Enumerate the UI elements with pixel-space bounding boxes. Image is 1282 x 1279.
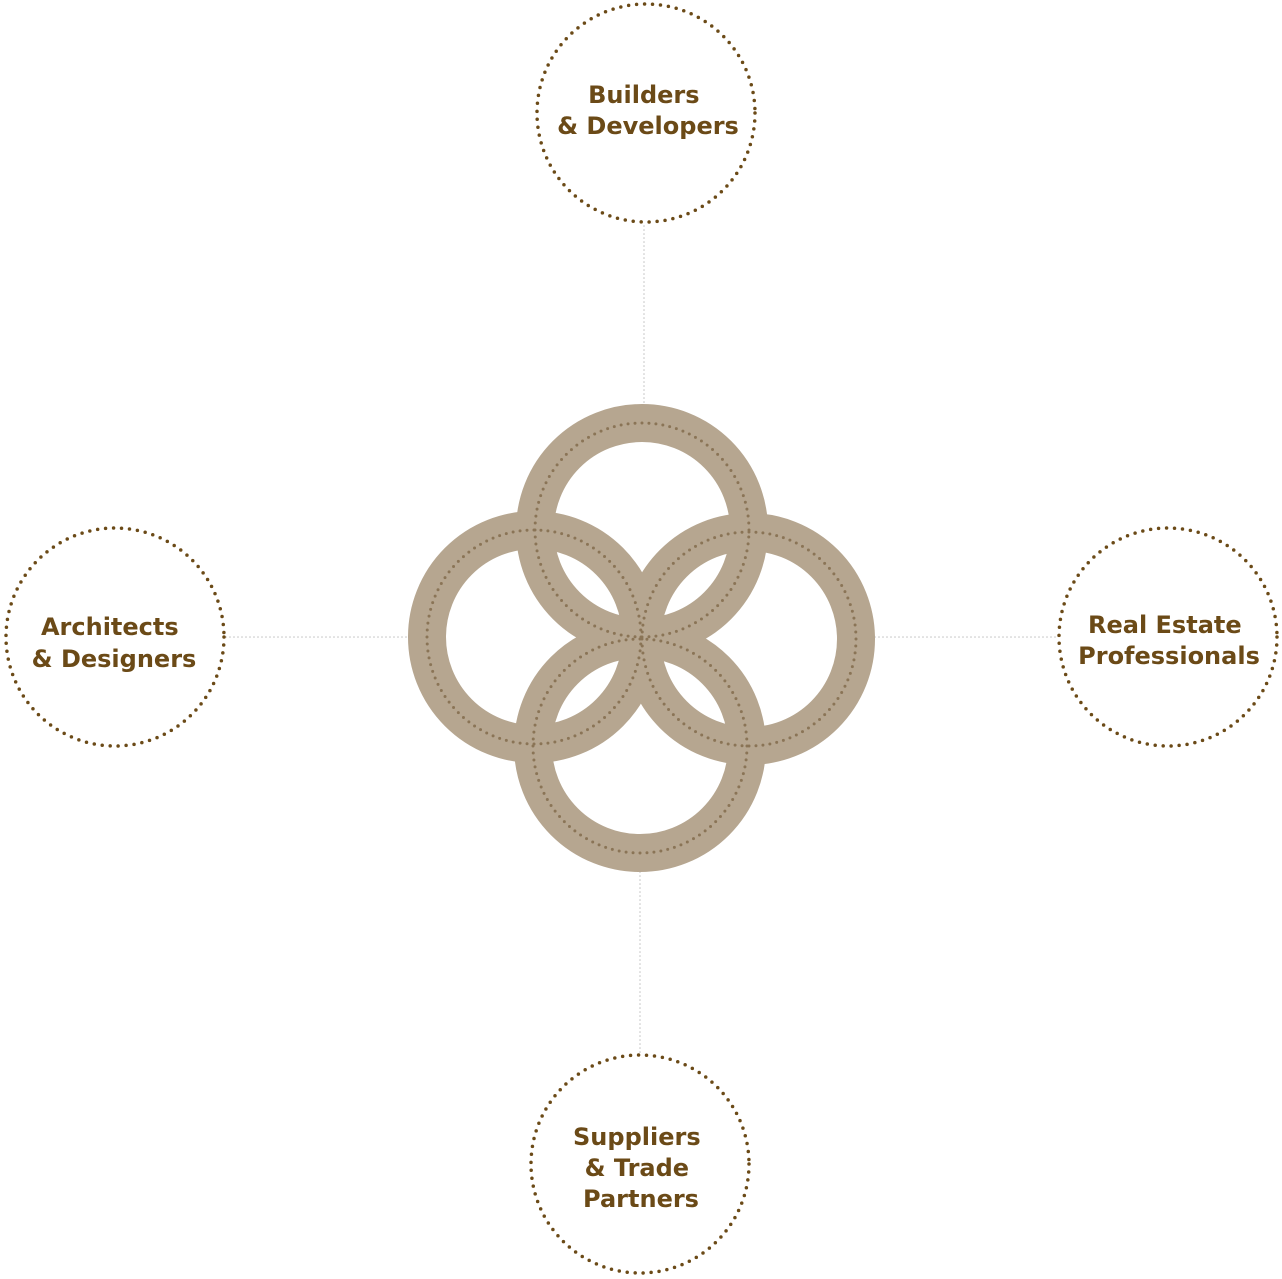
node-label-top: Builders & Developers: [557, 81, 739, 140]
node-real-estate-professionals: Real Estate Professionals: [1057, 526, 1279, 748]
node-suppliers-trade-partners: Suppliers & Trade Partners: [529, 1053, 751, 1275]
center-rings-symbol: [408, 404, 875, 872]
node-architects-designers: Architects & Designers: [4, 526, 226, 748]
node-label-line: Builders: [588, 81, 699, 109]
node-label-bottom: Suppliers & Trade Partners: [573, 1123, 709, 1213]
node-circle-top: [535, 2, 757, 224]
node-label-line: & Developers: [557, 112, 739, 140]
node-label-line: & Trade: [585, 1154, 690, 1182]
ring-right-dots: [640, 530, 858, 748]
node-label-line: Partners: [583, 1185, 699, 1213]
node-label-line: Real Estate: [1088, 611, 1242, 639]
node-label-line: Suppliers: [573, 1123, 701, 1151]
node-label-line: & Designers: [32, 645, 197, 673]
node-label-line: Architects: [41, 613, 179, 641]
node-label-line: Professionals: [1078, 642, 1260, 670]
connectors: [225, 225, 1058, 1054]
node-circle-bottom: [529, 1053, 751, 1275]
node-circle-right: [1057, 526, 1279, 748]
node-builders-developers: Builders & Developers: [535, 2, 757, 224]
node-label-left: Architects & Designers: [32, 613, 197, 673]
node-circle-left: [4, 526, 226, 748]
node-label-right: Real Estate Professionals: [1078, 611, 1260, 670]
ring-left-dots: [425, 528, 643, 746]
ring-bottom-dots: [531, 637, 749, 855]
rings-dotted-lines: [425, 421, 858, 855]
